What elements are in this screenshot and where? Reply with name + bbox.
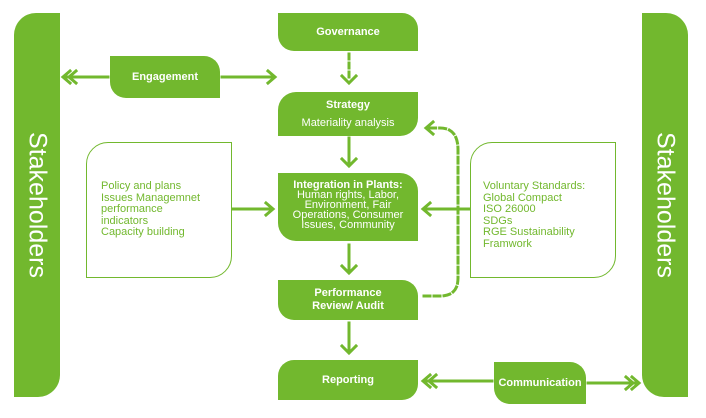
left-panel-item: performance [101, 203, 163, 215]
left-panel-item: indicators [101, 214, 149, 227]
right-panel-item: Global Compact [483, 191, 562, 204]
reporting-box: Reporting [278, 360, 418, 400]
integration-box: Integration in Plants: Human rights, Lab… [278, 173, 418, 241]
right-panel-item: ISO 26000 [483, 203, 536, 215]
performance-reporting-arrowhead [339, 343, 359, 356]
strategy-title: Strategy [325, 99, 371, 111]
left-panel-item: Issues Managemnet [101, 191, 201, 204]
right-panel-integration-arrowhead [420, 200, 433, 218]
communication-box: Communication [494, 362, 586, 404]
performance-line1: Performance [314, 287, 382, 299]
right-panel-item: SDGs [483, 214, 513, 227]
reporting-label: Reporting [322, 374, 374, 386]
right-panel-item: Framwork [483, 237, 532, 250]
engagement-left-arrowhead [60, 68, 73, 86]
integration-line: Human rights, Labor, [296, 189, 400, 201]
communication-label: Communication [498, 377, 582, 389]
left-panel: Policy and plans Issues Managemnet perfo… [86, 142, 232, 278]
right-panel-item: Voluntary Standards: [483, 180, 586, 192]
stakeholders-bar-right: Stakeholders [642, 13, 688, 397]
strategy-box: Strategy Materiality analysis [278, 92, 418, 136]
right-panel-item: RGE Sustainability [483, 226, 575, 238]
reporting-communication-arrowhead-left-2 [426, 372, 439, 390]
feedback-loop-arrow [422, 126, 460, 298]
strategy-integration-arrowhead [339, 156, 359, 169]
performance-line2: Review/ Audit [312, 300, 384, 312]
integration-performance-arrowhead [339, 263, 359, 276]
governance-strategy-arrowhead [339, 73, 359, 86]
integration-line: Operations, Consumer [292, 209, 404, 221]
left-panel-item: Policy and plans [101, 180, 182, 192]
governance-box: Governance [278, 13, 418, 51]
governance-label: Governance [316, 26, 380, 38]
engagement-box: Engagement [110, 56, 220, 98]
left-panel-item: Capacity building [101, 226, 185, 238]
performance-review-box: Performance Review/ Audit [278, 280, 418, 320]
engagement-label: Engagement [131, 71, 198, 83]
stakeholders-bar-left: Stakeholders [14, 13, 60, 397]
communication-stakeholders-arrowhead-2 [629, 374, 642, 392]
strategy-subtitle: Materiality analysis [301, 117, 395, 129]
left-panel-integration-arrowhead [263, 200, 276, 218]
feedback-loop-arrowhead [423, 119, 436, 137]
communication-stakeholders-arrowhead [623, 374, 636, 392]
engagement-left-arrowhead-2 [66, 68, 79, 86]
right-panel: Voluntary Standards: Global Compact ISO … [470, 142, 616, 278]
integration-line: Issues, Community [301, 219, 395, 231]
reporting-communication-arrowhead-left [420, 372, 433, 390]
engagement-right-arrowhead [265, 68, 278, 86]
integration-title: Integration in Plants: [293, 179, 403, 191]
integration-line: Environment, Fair [304, 199, 392, 211]
